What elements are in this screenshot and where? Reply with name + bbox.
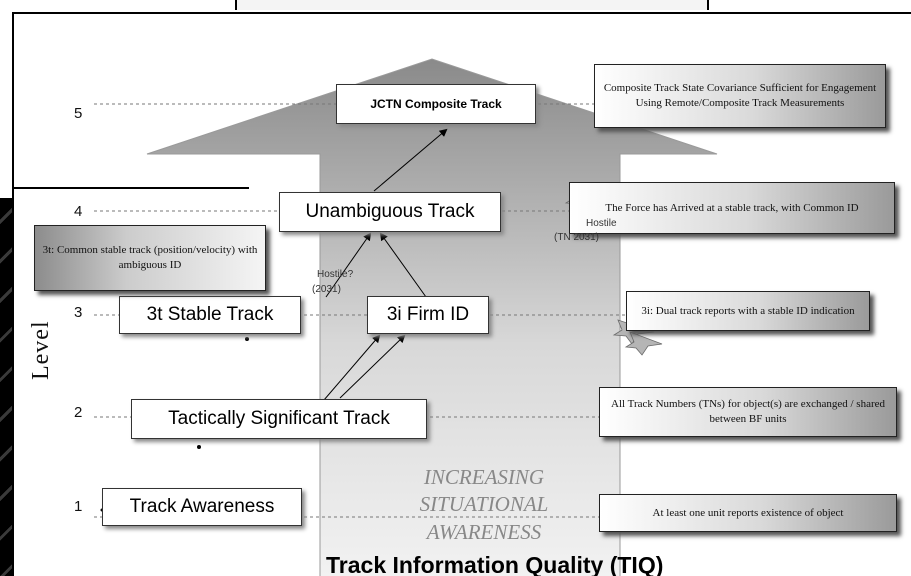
track-awareness-box: Track Awareness [102,488,302,526]
description-level-3-right: 3i: Dual track reports with a stable ID … [626,291,870,331]
background-slide-top [235,0,709,10]
level-label-1: 1 [74,498,83,515]
arrow-unambiguous-to-jctn [373,128,448,192]
level-label-3: 3 [74,304,83,321]
stable-track-box: 3t Stable Track [119,296,301,334]
mark-dot [245,337,249,341]
arrow-tactically-to-stable-b [323,334,381,401]
description-level-5: Composite Track State Covariance Suffici… [594,64,886,128]
increasing-line-3: AWARENESS [426,519,542,544]
tn-label-left: (2031) [312,284,341,295]
jctn-composite-track-box: JCTN Composite Track [336,84,536,124]
frame-divider-left [0,198,12,200]
frame-divider [14,187,249,189]
arrow-stable-to-unambiguous [325,232,372,298]
description-level-2: All Track Numbers (TNs) for object(s) ar… [599,387,897,437]
tn-label-right: (TN 2031) [554,232,600,243]
level-label-5: 5 [74,105,83,122]
increasing-situational-awareness-text: INCREASING SITUATIONAL AWARENESS [384,464,584,546]
tactically-significant-track-box: Tactically Significant Track [131,399,427,439]
hostile-label-left: Hostile? [317,269,354,280]
arrow-firmid-to-unambiguous [379,232,427,298]
diagram-title: Track Information Quality (TIQ) [326,552,664,576]
unambiguous-track-box: Unambiguous Track [279,192,501,232]
mark-dot [197,445,201,449]
level-label-2: 2 [74,404,83,421]
arrow-tactically-to-firmid [339,334,406,399]
y-axis-label: Level [28,320,54,380]
firm-id-box: 3i Firm ID [367,296,489,334]
description-level-4: The Force has Arrived at a stable track,… [569,182,895,234]
description-level-3-left: 3t: Common stable track (position/veloci… [34,225,266,291]
diagram-panel: Level 5 4 3 2 1 JCTN Composite Track Una… [12,12,911,576]
increasing-line-2: SITUATIONAL [419,492,549,517]
increasing-line-1: INCREASING [423,465,545,489]
description-level-1: At least one unit reports existence of o… [599,494,897,532]
hostile-label-right: Hostile [586,218,617,229]
level-label-4: 4 [74,203,83,220]
